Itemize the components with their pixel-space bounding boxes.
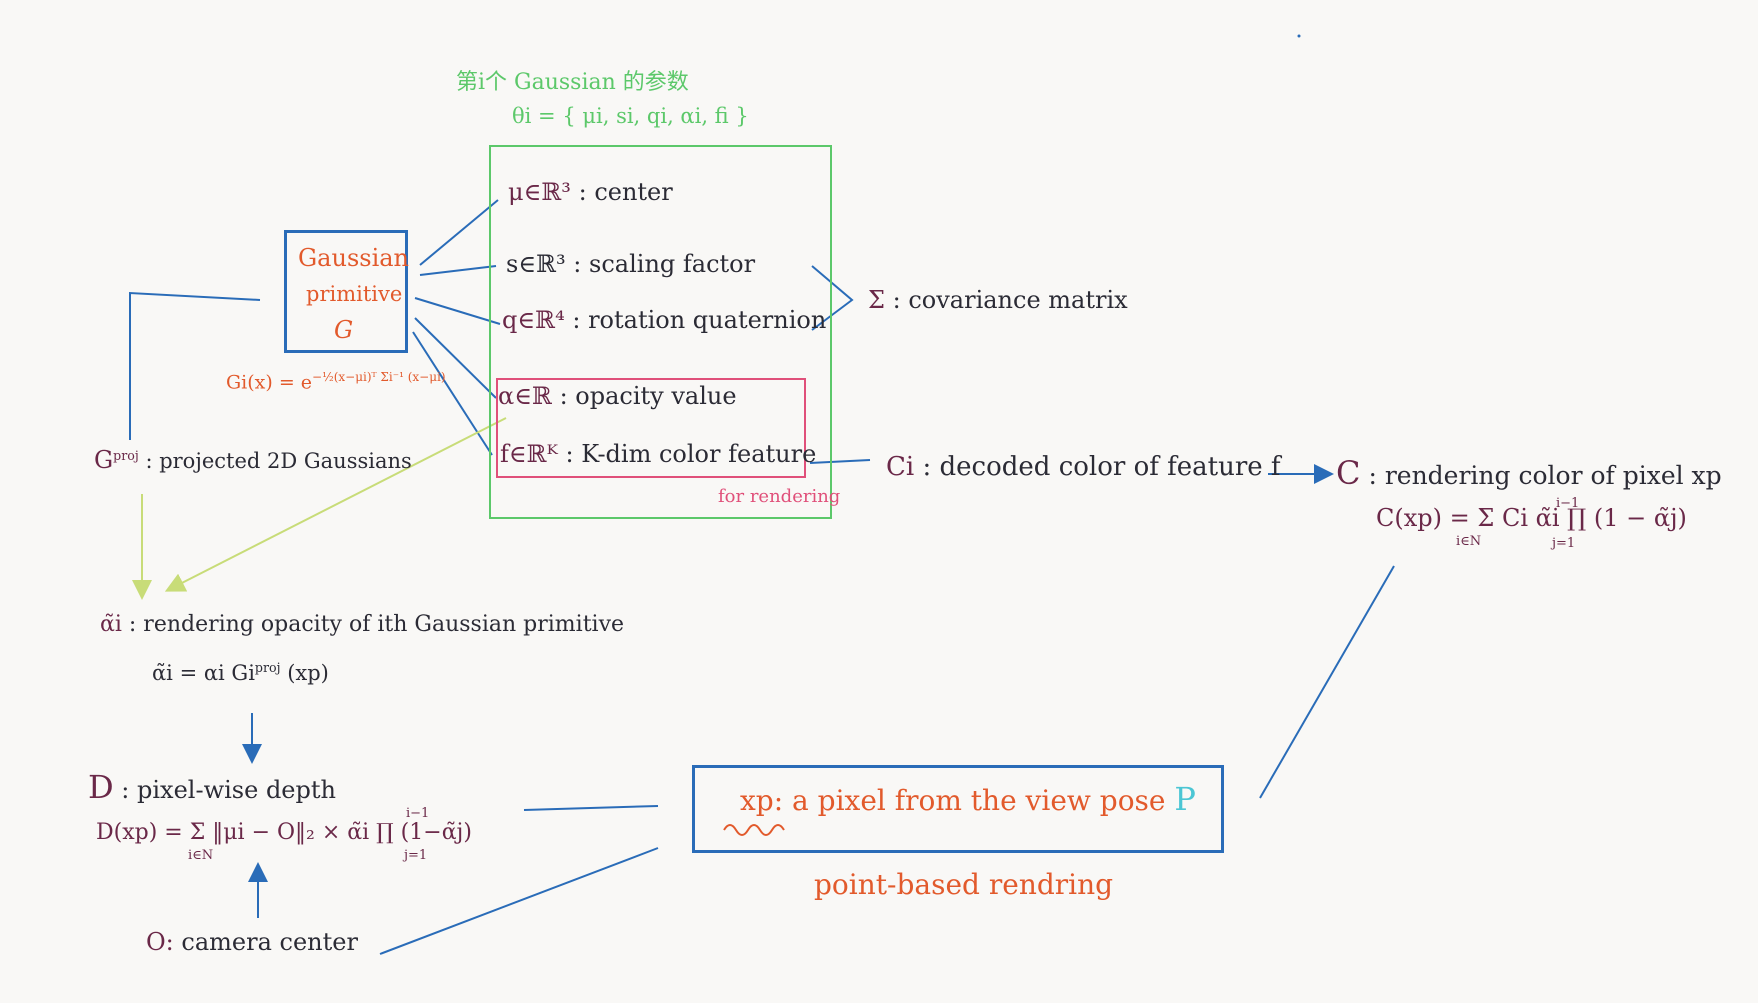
rendering-color-symbol: C [1336,454,1361,492]
params-title: 第i个 Gaussian 的参数 [456,70,689,95]
camera-desc: camera center [181,928,358,956]
link-primitive-s [419,265,497,276]
param-mu: μ∈ℝ³ : center [508,178,673,206]
param-s-desc: scaling factor [589,250,756,278]
rendering-params-box [496,378,806,478]
param-mu-symbol: μ∈ℝ³ [508,178,571,206]
alpha-tilde-symbol: α̃i [100,612,122,637]
param-s-sep: : [573,250,582,278]
rendering-color-label: C : rendering color of pixel xp [1336,454,1722,492]
depth-sum-sub: i∈N [188,848,214,863]
decoded-sep: : [922,452,932,482]
param-alpha-sep: : [559,382,568,410]
depth-label: D : pixel-wise depth [88,768,336,806]
link-primitive-mu [419,199,499,266]
link-pixel-rendering [1259,565,1395,799]
param-s-symbol: s∈ℝ³ [506,250,566,278]
rendering-color-desc: rendering color of pixel xp [1384,461,1722,490]
pixel-pose: P [1174,780,1196,818]
link-primitive-projected [129,291,261,440]
link-primitive-f [412,331,493,456]
projected-desc: : projected 2D Gaussians [145,449,412,473]
depth-desc: : pixel-wise depth [121,776,336,804]
link-alpha-tilde [164,417,507,592]
param-mu-sep: : [578,178,587,206]
stray-dot [1297,34,1301,38]
depth-formula: D(xp) = Σ ‖μi − O‖₂ × α̃i ∏ (1−α̃j) [96,820,472,845]
gi-formula: Gi(x) = e−½(x−μi)ᵀ Σi⁻¹ (x−μi) [226,370,446,393]
pixel-underline-wave [723,824,785,836]
param-q-sep: : [572,306,581,334]
param-q: q∈ℝ⁴ : rotation quaternion [502,306,826,334]
decoded-desc: decoded color of feature f [939,452,1281,482]
covariance-desc: covariance matrix [908,286,1128,314]
alpha-tilde-desc: : rendering opacity of ith Gaussian prim… [128,612,625,637]
point-based-label: point-based rendring [814,868,1114,901]
param-f-sep: : [565,440,574,468]
alpha-tilde-formula-sup: proj [254,660,281,675]
projected-symbol-sup: proj [113,448,139,463]
projected-symbol: G [94,446,114,474]
params-set-symbol: θi [512,104,532,128]
alpha-tilde-formula: α̃i = αi Giproj (xp) [152,660,329,685]
depth-symbol: D [88,768,114,806]
pixel-box [692,765,1224,853]
covariance-bracket [811,265,854,331]
for-rendering-label: for rendering [718,486,841,507]
pixel-label: xp: a pixel from the view pose P [740,780,1196,818]
decoded-color-label: Ci : decoded color of feature f [886,452,1281,482]
camera-center-label: O: camera center [146,928,358,956]
link-feature-decoded [809,459,871,464]
param-alpha-desc: opacity value [575,382,737,410]
covariance-label: Σ : covariance matrix [868,286,1128,314]
gaussian-primitive-box [284,230,408,353]
rendering-color-sep: : [1368,461,1377,490]
link-camera-pixel [379,847,659,955]
alpha-tilde-label: α̃i : rendering opacity of ith Gaussian … [100,612,624,637]
params-set-formula: = { μi, si, qi, αi, fi } [538,104,749,128]
params-box [489,145,832,519]
gi-formula-exponent: −½(x−μi)ᵀ Σi⁻¹ (x−μi) [312,370,446,384]
depth-prod-sub: j=1 [404,848,428,863]
param-s: s∈ℝ³ : scaling factor [506,250,755,278]
projected-label: Gproj : projected 2D Gaussians [94,446,412,474]
primitive-line1: Gaussian [298,244,410,272]
rendering-color-sum-sub: i∈N [1456,534,1482,549]
decoded-symbol: Ci [886,452,915,482]
param-f-symbol: f∈ℝᴷ [500,440,558,468]
link-primitive-alpha [414,317,497,399]
covariance-sep: : [892,286,901,314]
rendering-color-prod-sup: i−1 [1556,496,1580,511]
camera-symbol: O: [146,928,174,956]
param-mu-desc: center [594,178,673,206]
param-f-desc: K-dim color feature [581,440,817,468]
link-depth-pixel [523,805,659,811]
param-q-symbol: q∈ℝ⁴ [502,306,565,334]
param-alpha-symbol: α∈ℝ [498,382,552,410]
alpha-tilde-formula-main: α̃i = αi Gi [152,661,255,685]
depth-prod-sup: i−1 [406,806,430,821]
rendering-color-prod-sub: j=1 [1552,536,1576,551]
alpha-tilde-formula-tail: (xp) [287,661,329,685]
rendering-color-formula: C(xp) = Σ Ci α̃i ∏ (1 − α̃j) [1376,504,1687,532]
primitive-line3: G [334,316,354,344]
param-alpha: α∈ℝ : opacity value [498,382,737,410]
params-set: θi = { μi, si, qi, αi, fi } [512,104,749,128]
pixel-desc: : a pixel from the view pose [773,784,1166,817]
gi-formula-lhs: Gi(x) = e [226,371,313,394]
link-primitive-q [414,297,501,325]
primitive-line2: primitive [306,282,403,306]
pixel-symbol: xp [740,784,774,817]
param-q-desc: rotation quaternion [588,306,827,334]
covariance-symbol: Σ [868,286,885,314]
param-f: f∈ℝᴷ : K-dim color feature [500,440,816,468]
